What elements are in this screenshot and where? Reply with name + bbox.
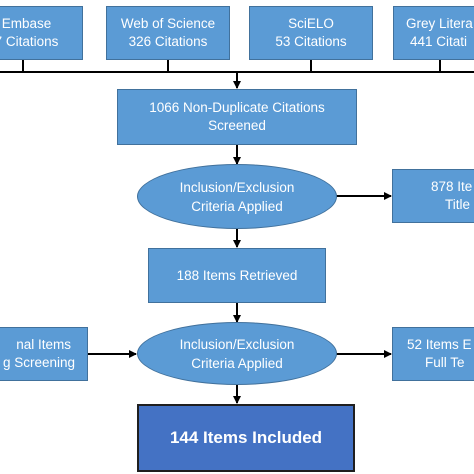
criteria-line-2: Criteria Applied — [191, 355, 283, 371]
source-name: Embase — [1, 16, 52, 31]
excluded-reason: Full Te — [425, 355, 465, 370]
criteria-oval-1: Inclusion/Exclusion Criteria Applied — [137, 164, 337, 229]
excluded-box-1: 878 Ite Title — [392, 169, 474, 223]
excluded-count: 52 Items E — [407, 337, 472, 352]
screened-line-2: Screened — [208, 118, 266, 133]
source-box-web-of-science: Web of Science 326 Citations — [106, 6, 230, 60]
criteria-line-1: Inclusion/Exclusion — [179, 336, 295, 352]
source-count: 53 Citations — [275, 34, 347, 49]
source-count: 441 Citati — [410, 34, 468, 49]
source-name: Web of Science — [120, 16, 216, 31]
source-name: SciELO — [288, 16, 334, 31]
criteria-oval-2: Inclusion/Exclusion Criteria Applied — [137, 322, 337, 385]
screened-line-1: 1066 Non-Duplicate Citations — [149, 100, 325, 115]
excluded-box-2: 52 Items E Full Te — [392, 327, 474, 381]
source-box-scielo: SciELO 53 Citations — [249, 6, 373, 60]
source-count: 7 Citations — [0, 34, 59, 49]
screened-box: 1066 Non-Duplicate Citations Screened — [117, 89, 357, 145]
additional-line-1: nal Items — [16, 337, 71, 352]
additional-items-box: nal Items g Screening — [0, 327, 88, 381]
included-box: 144 Items Included — [137, 404, 355, 472]
included-label: 144 Items Included — [169, 428, 323, 447]
additional-line-2: g Screening — [2, 355, 75, 370]
source-name: Grey Litera — [406, 16, 473, 31]
source-box-embase: Embase 7 Citations — [0, 6, 83, 60]
source-count: 326 Citations — [128, 34, 208, 49]
source-box-grey-literature: Grey Litera 441 Citati — [393, 6, 474, 60]
excluded-count: 878 Ite — [431, 179, 473, 194]
criteria-line-2: Criteria Applied — [191, 198, 283, 214]
criteria-line-1: Inclusion/Exclusion — [179, 179, 295, 195]
retrieved-box: 188 Items Retrieved — [148, 248, 326, 303]
excluded-reason: Title — [445, 197, 471, 212]
retrieved-label: 188 Items Retrieved — [176, 267, 298, 283]
